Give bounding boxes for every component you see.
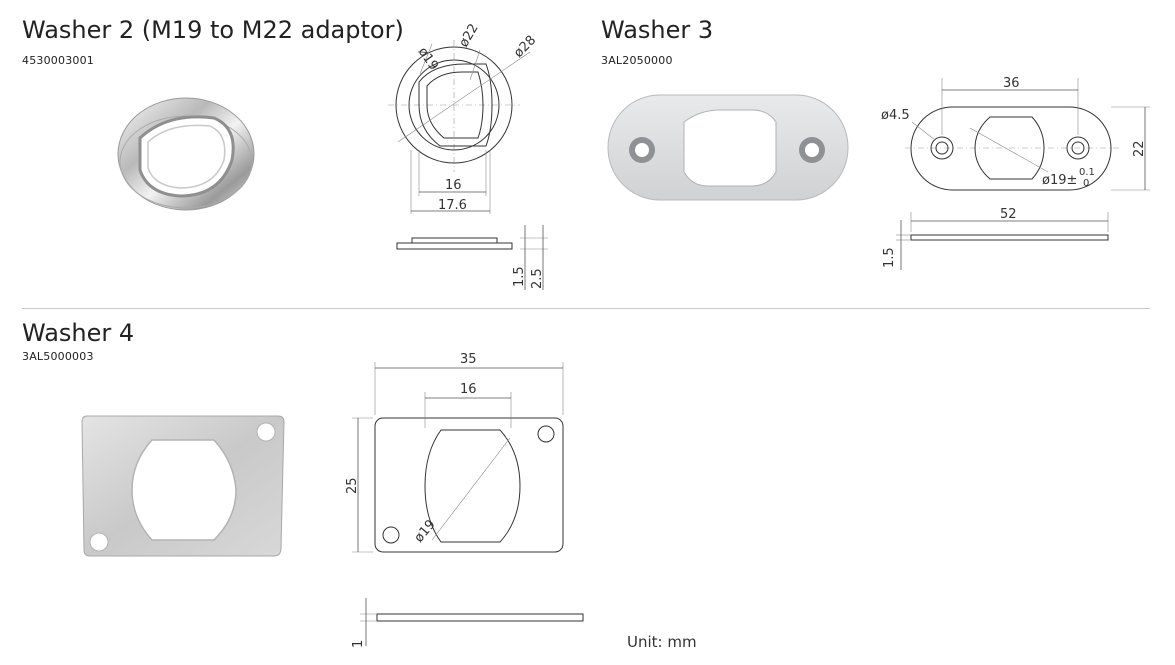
w2-dim-d22: ø22 xyxy=(456,21,481,50)
w2-dim-176: 17.6 xyxy=(438,198,467,213)
w2-dim-d28: ø28 xyxy=(511,33,539,61)
washer4-code: 3AL5000003 xyxy=(22,350,94,363)
washer2-photo xyxy=(117,97,255,211)
w3-dim-36: 36 xyxy=(1003,76,1020,91)
washer4-title: Washer 4 xyxy=(22,319,135,347)
w3-dim-52: 52 xyxy=(1000,207,1017,222)
washer3-drawing xyxy=(896,78,1150,270)
washer4-photo xyxy=(81,415,285,557)
w3-dim-d19: ø19± xyxy=(1042,173,1077,188)
washer2-title: Washer 2 (M19 to M22 adaptor) xyxy=(22,16,404,44)
washer3-code: 3AL2050000 xyxy=(601,54,673,67)
w2-dim-25: 2.5 xyxy=(530,268,545,289)
washer2-drawing xyxy=(388,40,548,290)
unit-label: Unit: mm xyxy=(627,633,697,651)
w3-dim-22: 22 xyxy=(1132,140,1147,157)
w3-dim-d45: ø4.5 xyxy=(881,108,910,123)
section-divider xyxy=(22,308,1150,309)
washer3-title: Washer 3 xyxy=(601,16,714,44)
w4-dim-1: 1 xyxy=(351,640,366,648)
w4-dim-35: 35 xyxy=(460,352,477,367)
washer4-drawing xyxy=(352,362,584,646)
w4-dim-16: 16 xyxy=(460,382,477,397)
w4-dim-25: 25 xyxy=(345,477,360,494)
w3-dim-tol-lo: 0 xyxy=(1083,178,1089,189)
w2-dim-15: 1.5 xyxy=(512,266,527,287)
w2-dim-16: 16 xyxy=(445,178,462,193)
w3-dim-15: 1.5 xyxy=(882,247,897,268)
washer2-code: 4530003001 xyxy=(22,54,94,67)
w4-dim-d19: ø19 xyxy=(412,517,439,545)
washer3-photo xyxy=(607,94,849,201)
w3-dim-tol-up: 0.1 xyxy=(1079,167,1095,178)
